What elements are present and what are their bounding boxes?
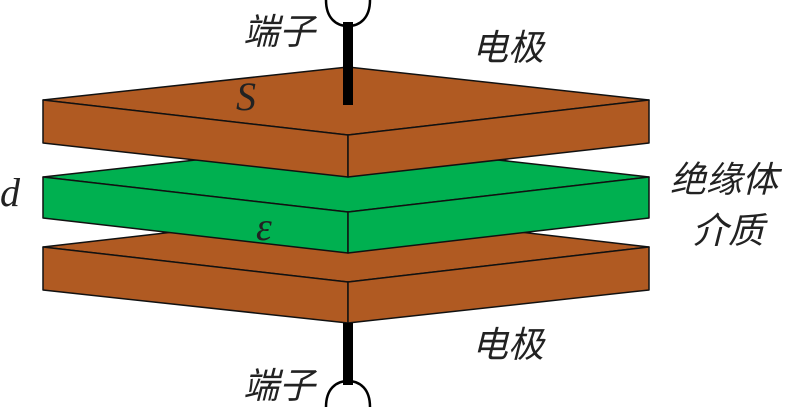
electrode-bottom-label: 电极 [472,325,546,366]
permittivity-symbol: ε [256,204,272,249]
distance-symbol: d [0,170,21,215]
terminal-bottom-label: 端子 [243,366,318,407]
electrode-top-label: 电极 [472,28,546,69]
insulator-label-line1: 绝缘体 [670,160,783,201]
top-terminal [324,0,372,105]
bottom-terminal [324,323,372,407]
insulator-label-line2: 介质 [692,211,768,252]
terminal-top-label: 端子 [243,12,318,53]
area-symbol: S [236,74,256,119]
